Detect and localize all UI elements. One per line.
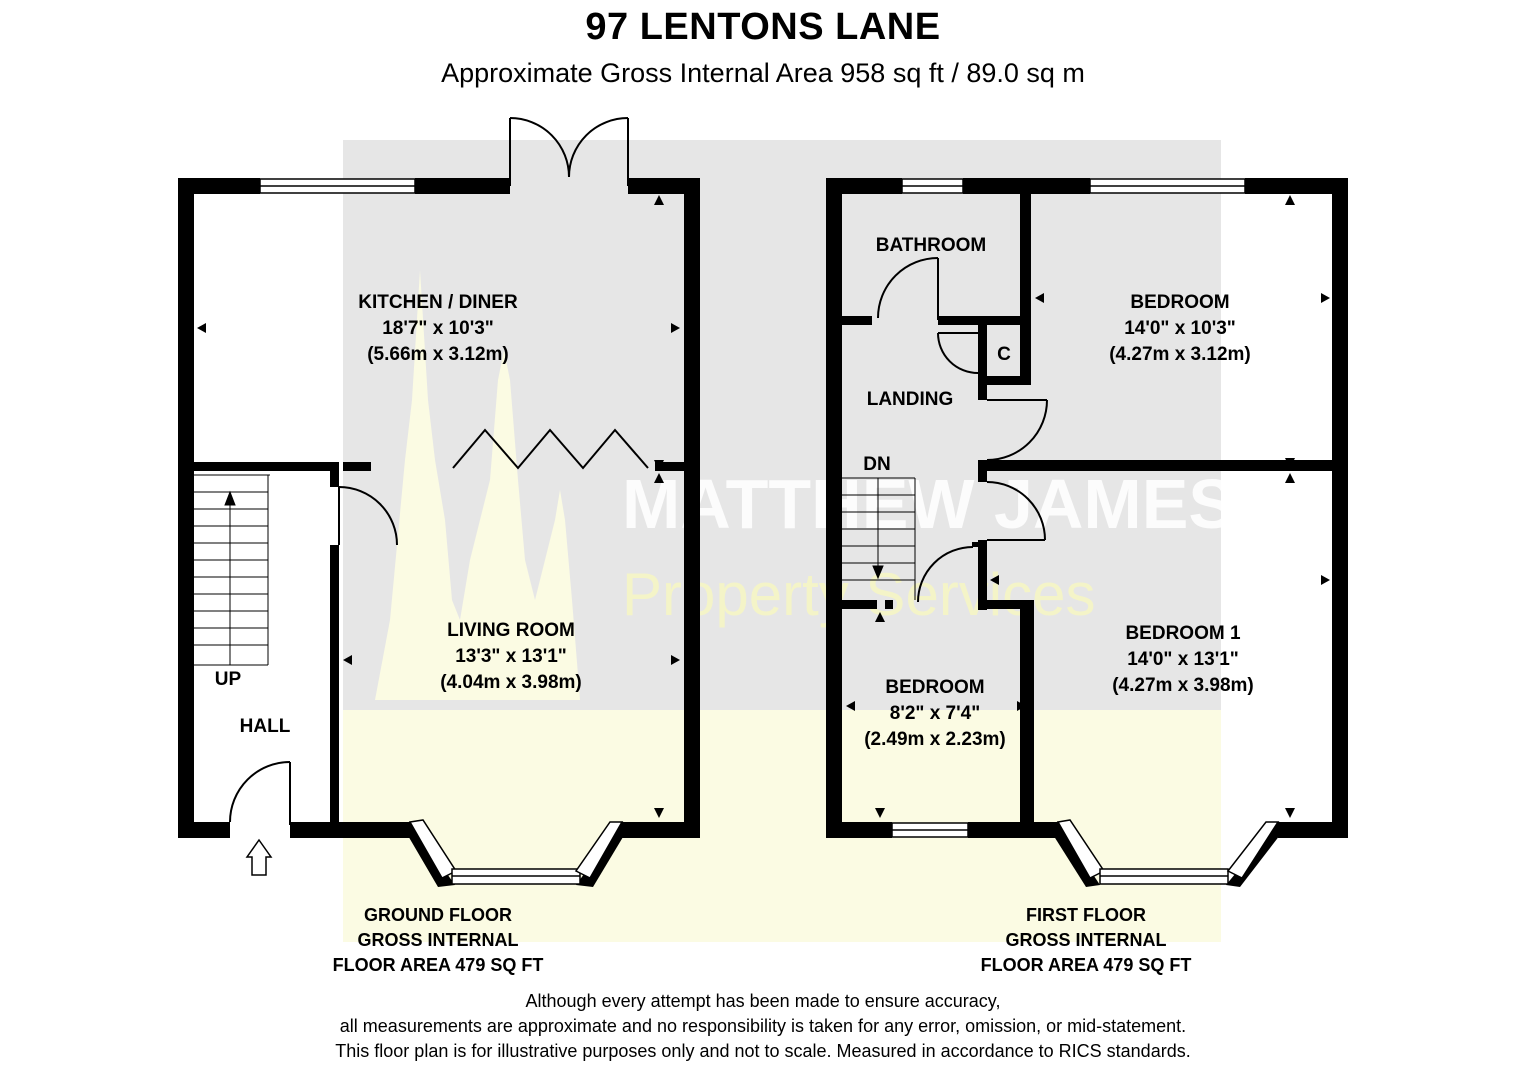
- ground-floor-note-line: GROUND FLOOR: [364, 905, 512, 925]
- disclaimer-line: Although every attempt has been made to …: [525, 991, 1001, 1011]
- disclaimer-line: This floor plan is for illustrative purp…: [335, 1041, 1191, 1061]
- bedroom-1-imperial: 14'0" x 13'1": [1127, 649, 1239, 670]
- ground-floor-note: GROUND FLOOR GROSS INTERNAL FLOOR AREA 4…: [288, 903, 588, 978]
- first-stairs: [842, 477, 916, 600]
- kitchen-imperial: 18'7" x 10'3": [382, 318, 494, 339]
- hall-label: HALL: [240, 716, 291, 737]
- kitchen-name: KITCHEN / DINER: [358, 292, 518, 313]
- bedroom-rear-metric: (4.27m x 3.12m): [1109, 344, 1251, 365]
- first-floor-note-line: FIRST FLOOR: [1026, 905, 1146, 925]
- ground-stairs: [194, 474, 270, 666]
- first-floor-windows: [891, 178, 1280, 885]
- living-imperial: 13'3" x 13'1": [455, 646, 567, 667]
- bedroom-small-imperial: 8'2" x 7'4": [890, 703, 980, 724]
- kitchen-metric: (5.66m x 3.12m): [367, 344, 509, 365]
- ground-floor-doors: [229, 486, 398, 825]
- kitchen-label: KITCHEN / DINER 18'7" x 10'3" (5.66m x 3…: [358, 292, 518, 365]
- disclaimer: Although every attempt has been made to …: [0, 989, 1526, 1064]
- first-floor-note-line: FLOOR AREA 479 SQ FT: [980, 955, 1192, 975]
- bedroom-rear-imperial: 14'0" x 10'3": [1124, 318, 1236, 339]
- first-floor-note: FIRST FLOOR GROSS INTERNAL FLOOR AREA 47…: [936, 903, 1236, 978]
- bedroom-small-metric: (2.49m x 2.23m): [864, 729, 1006, 750]
- cupboard-label: C: [997, 344, 1011, 365]
- living-name: LIVING ROOM: [447, 620, 575, 641]
- bifold-door: [452, 428, 649, 470]
- ground-floor-note-line: FLOOR AREA 479 SQ FT: [332, 955, 544, 975]
- living-metric: (4.04m x 3.98m): [440, 672, 582, 693]
- bedroom-small-label: BEDROOM 8'2" x 7'4" (2.49m x 2.23m): [864, 677, 1006, 750]
- bedroom-rear-label: BEDROOM 14'0" x 10'3" (4.27m x 3.12m): [1109, 292, 1251, 365]
- watermark-line1: MATTHEW JAMES: [622, 465, 1235, 543]
- landing-label: LANDING: [867, 389, 954, 410]
- watermark-line2: Property Services: [622, 561, 1096, 628]
- bedroom-1-metric: (4.27m x 3.98m): [1112, 675, 1254, 696]
- first-floor-doors: [877, 257, 1048, 603]
- plan-title: 97 LENTONS LANE: [585, 6, 941, 48]
- stairs-up-label: UP: [215, 669, 242, 690]
- disclaimer-line: all measurements are approximate and no …: [339, 1016, 1187, 1036]
- ground-floor-walls: [178, 178, 700, 887]
- plan-subtitle: Approximate Gross Internal Area 958 sq f…: [441, 58, 1085, 88]
- stairs-down-label: DN: [863, 454, 890, 475]
- bedroom-small-name: BEDROOM: [885, 677, 984, 698]
- living-room-label: LIVING ROOM 13'3" x 13'1" (4.04m x 3.98m…: [440, 620, 582, 693]
- first-dimension-arrows: [846, 195, 1330, 818]
- bedroom-rear-name: BEDROOM: [1130, 292, 1229, 313]
- ground-floor-note-line: GROSS INTERNAL: [357, 930, 519, 950]
- entrance-arrow-icon: [245, 838, 273, 876]
- bedroom-1-name: BEDROOM 1: [1125, 623, 1241, 644]
- bathroom-label: BATHROOM: [876, 235, 986, 256]
- watermark-logo: MATTHEW JAMES Property Services: [343, 140, 1235, 942]
- ground-floor-windows: [259, 178, 624, 885]
- ground-dimension-arrows: [197, 195, 680, 818]
- french-doors: [509, 117, 629, 186]
- first-floor-note-line: GROSS INTERNAL: [1005, 930, 1167, 950]
- bedroom-1-label: BEDROOM 1 14'0" x 13'1" (4.27m x 3.98m): [1112, 623, 1254, 696]
